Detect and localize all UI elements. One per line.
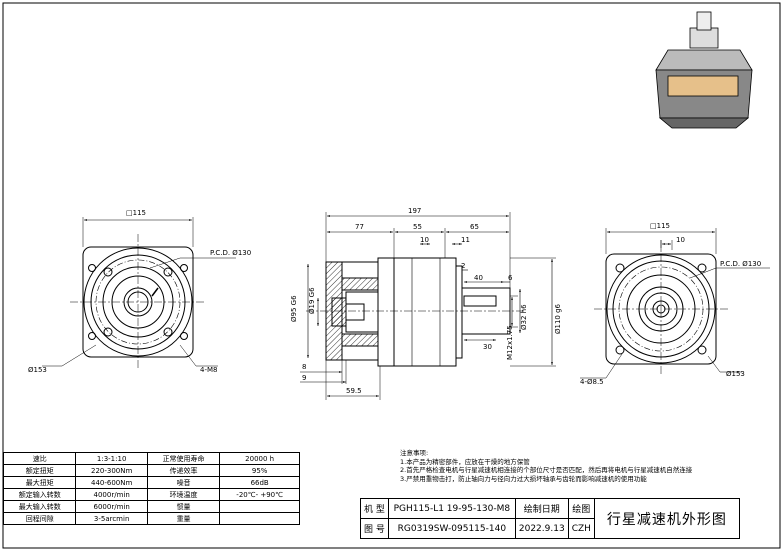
spec-cell: 传递效率 — [146, 464, 221, 477]
rear-10-dim: 10 — [676, 236, 685, 244]
side-total-dim: 197 — [408, 207, 421, 215]
side-6-dim: 6 — [508, 274, 513, 282]
drawing-no-value: RG0319SW-095115-140 — [387, 518, 516, 539]
spec-cell — [219, 500, 300, 513]
front-square-dim: □115 — [126, 209, 146, 217]
spec-cell: 速比 — [2, 452, 77, 465]
note-line-2: 2.首先严格检查电机与行星减速机相连接的个部位尺寸是否匹配，然后再将电机与行星减… — [400, 466, 693, 475]
side-59-dim: 59.5 — [346, 387, 362, 395]
spec-cell — [219, 512, 300, 525]
drawing-no-label: 图 号 — [360, 518, 389, 539]
side-110g6-dim: Ø110 g6 — [554, 303, 562, 334]
spec-cell: 220-300Nm — [75, 464, 148, 477]
spec-cell: 20000 h — [219, 452, 300, 465]
notes-title: 注意事项: — [400, 449, 429, 457]
model-label: 机 型 — [360, 498, 389, 519]
rear-outer-dim: Ø153 — [726, 370, 745, 378]
side-19g6-dim: Ø19 G6 — [308, 287, 316, 314]
date-label: 绘制日期 — [514, 498, 569, 519]
front-holes-dim: 4-M8 — [200, 366, 217, 374]
drawer-label: 绘图 — [567, 498, 595, 519]
side-30-dim: 30 — [483, 343, 492, 351]
spec-cell: 最大扭矩 — [2, 476, 77, 489]
drawer-value: CZH — [567, 518, 595, 539]
side-8-dim: 8 — [302, 363, 306, 371]
spec-cell: 95% — [219, 464, 300, 477]
spec-cell: 66dB — [219, 476, 300, 489]
rear-holes-dim: 4-Ø8.5 — [580, 378, 604, 386]
rear-square-dim: □115 — [650, 222, 670, 230]
spec-cell: 惯量 — [146, 500, 221, 513]
note-line-1: 1.本产品为精密部件，应放在干燥的地方保管 — [400, 457, 530, 466]
spec-cell: 440-600Nm — [75, 476, 148, 489]
spec-cell: 重量 — [146, 512, 221, 525]
side-view — [300, 212, 556, 400]
rear-pcd-dim: P.C.D. Ø130 — [720, 260, 761, 268]
notes: 注意事项: 1.本产品为精密部件，应放在干燥的地方保管 2.首先严格检查电机与行… — [400, 449, 770, 483]
side-9-dim: 9 — [302, 374, 306, 382]
spec-cell: 最大输入转数 — [2, 500, 77, 513]
spec-cell: 环境温度 — [146, 488, 221, 501]
front-pcd-dim: P.C.D. Ø130 — [210, 249, 251, 257]
side-40-dim: 40 — [474, 274, 483, 282]
side-10-dim: 10 — [420, 236, 429, 244]
spec-cell: 1:3-1:10 — [75, 452, 148, 465]
date-value: 2022.9.13 — [514, 518, 569, 539]
side-65-dim: 65 — [470, 223, 479, 231]
spec-cell: 6000r/min — [75, 500, 148, 513]
spec-cell: 4000r/min — [75, 488, 148, 501]
front-view — [42, 217, 236, 370]
side-2-dim: 2 — [461, 262, 465, 270]
side-m12-dim: M12x1.75 — [506, 325, 514, 360]
spec-cell: -20℃- +90℃ — [219, 488, 300, 501]
front-outer-dim: Ø153 — [28, 366, 47, 374]
spec-cell: 正常使用寿命 — [146, 452, 221, 465]
note-line-3: 3.严禁用重物击打，防止轴向力与径向力过大损坏轴承与齿轮而影响减速机的使用功能 — [400, 474, 647, 483]
rear-view — [580, 228, 770, 379]
spec-cell: 额定输入转数 — [2, 488, 77, 501]
spec-cell: 额定扭矩 — [2, 464, 77, 477]
side-32-dim: Ø32 h6 — [520, 304, 528, 330]
side-95g6-dim: Ø95 G6 — [290, 295, 298, 322]
model-value: PGH115-L1 19-95-130-M8 — [387, 498, 516, 519]
title-block: 机 型 PGH115-L1 19-95-130-M8 绘制日期 绘图 行星减速机… — [360, 498, 740, 539]
side-11-dim: 11 — [461, 236, 470, 244]
side-55-dim: 55 — [413, 223, 422, 231]
spec-cell: 回程间隙 — [2, 512, 77, 525]
spec-cell: 噪音 — [146, 476, 221, 489]
side-77-dim: 77 — [355, 223, 364, 231]
drawing-title: 行星减速机外形图 — [593, 498, 740, 539]
gearbox-isometric-picture — [655, 11, 753, 129]
spec-cell: 3-5arcmin — [75, 512, 148, 525]
